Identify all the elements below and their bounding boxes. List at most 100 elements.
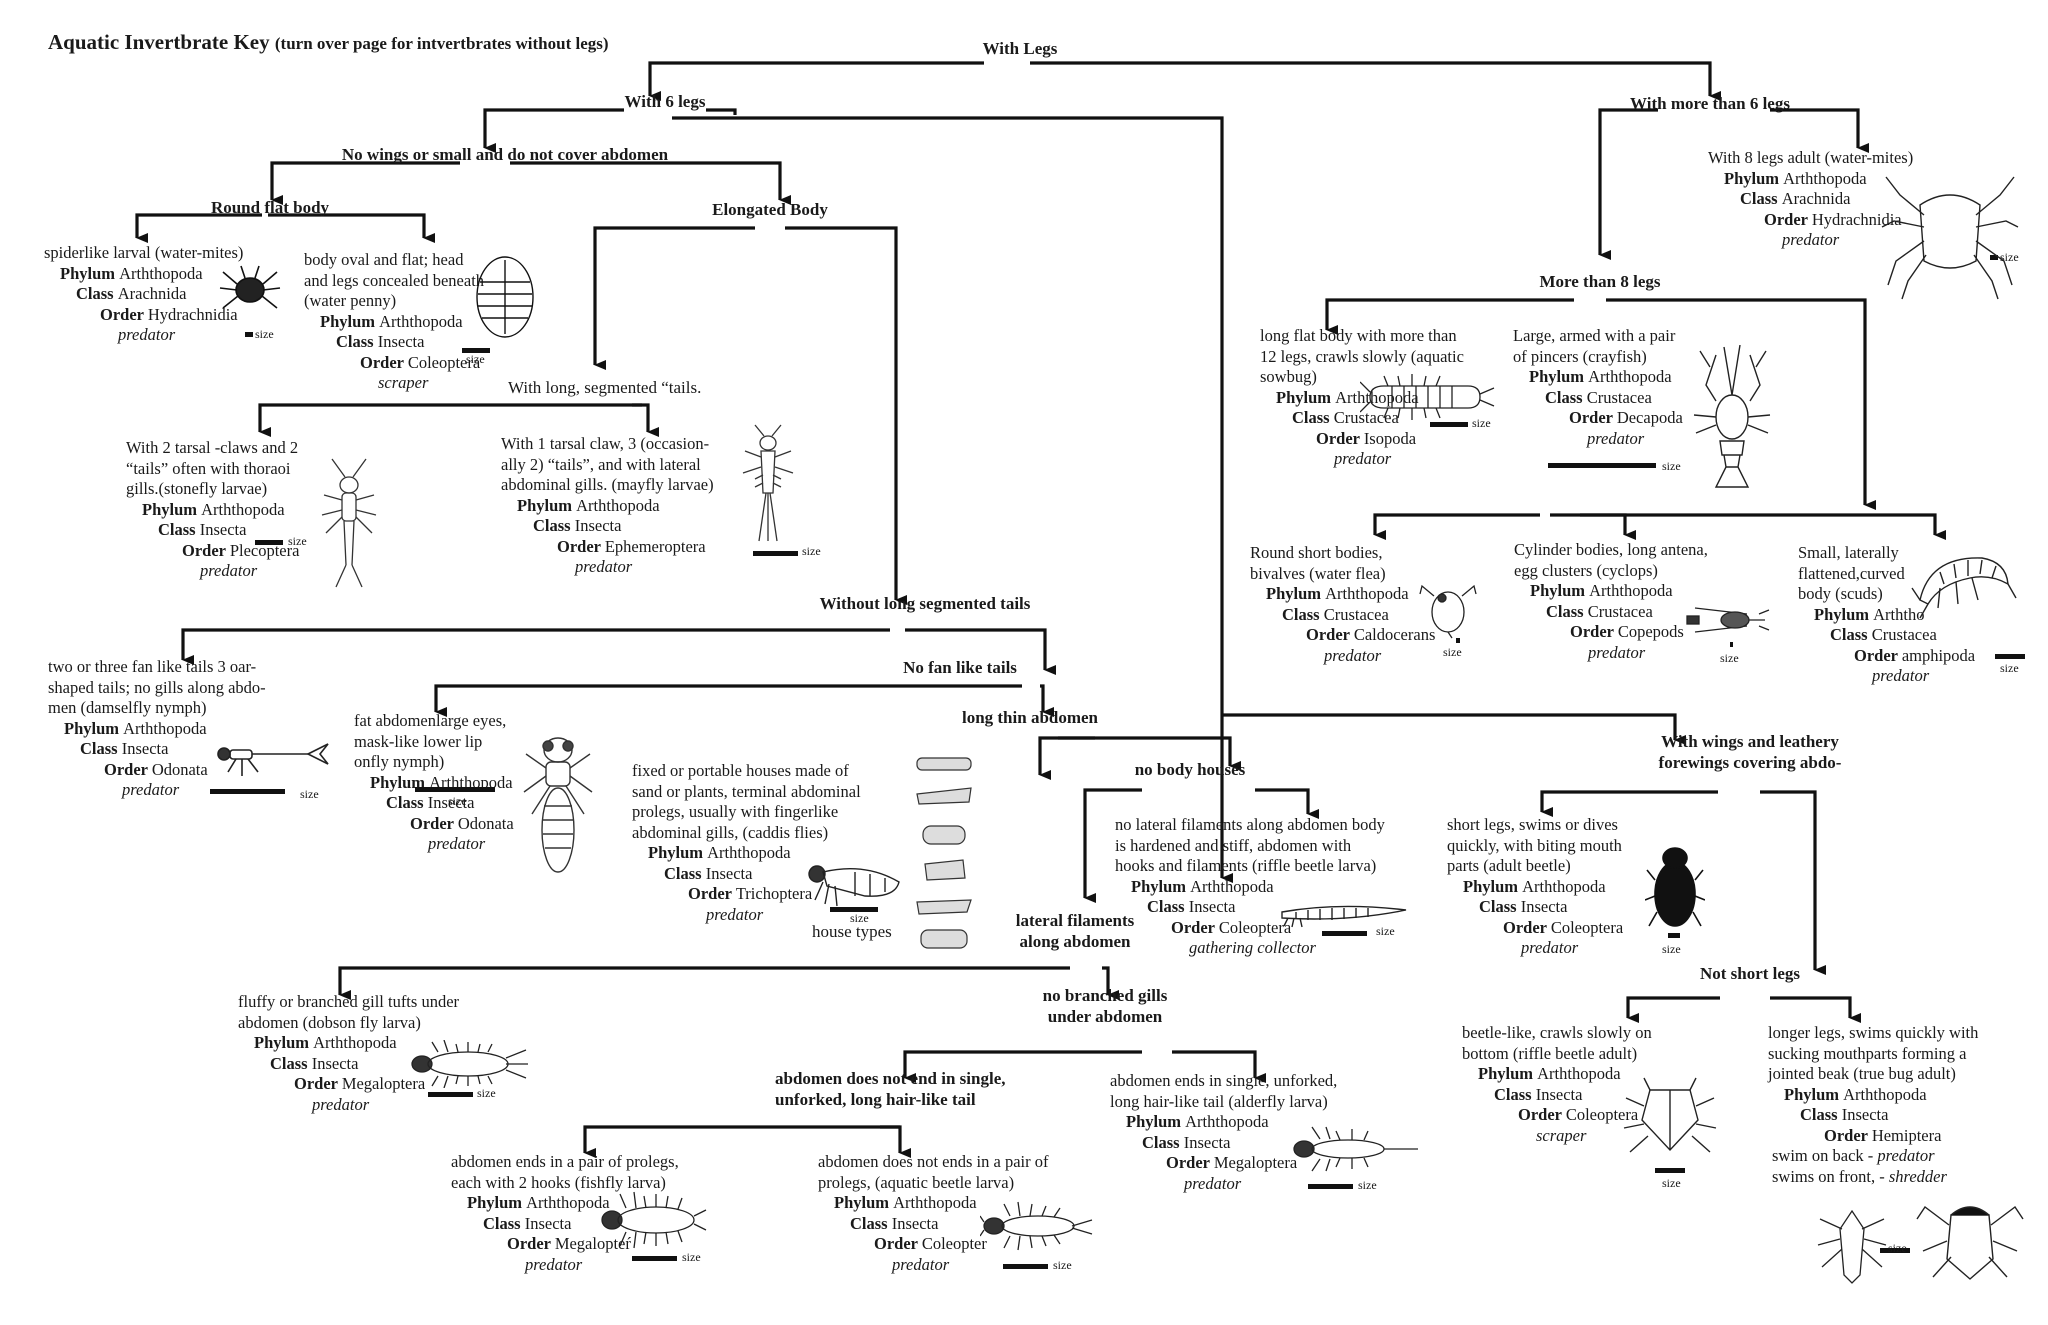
heading-no-wings: No wings or small and do not cover abdom… (341, 145, 669, 164)
taxon-role: predator (1587, 428, 1645, 448)
taxon-phylum: Phylum Arththopoda (254, 1033, 397, 1052)
taxon-phylum-value: Arththopoda (1325, 584, 1409, 603)
taxon-phylum: Phylum Arththopoda (320, 311, 463, 331)
taxon-class-value: Insecta (705, 863, 753, 883)
taxon-order: Order Megaloptera (1166, 1153, 1298, 1172)
taxon-phylum: Phylum Arththopoda (517, 495, 660, 515)
taxon-order-value: Caldocerans (1353, 625, 1436, 644)
taxon-phylum-value: Arththopoda (1783, 168, 1867, 188)
size-scale-label: size (300, 787, 319, 801)
size-scale-bar (830, 907, 878, 912)
taxon-role: predator (1324, 645, 1382, 665)
taxon-class: Class Crustacea (1545, 387, 1652, 407)
taxon-description-line: prolegs, usually with fingerlike (632, 802, 839, 821)
taxon-role: predator (706, 904, 764, 924)
taxon-description-line: abdomen ends in single, unforked, (1110, 1071, 1338, 1090)
taxon-class-value: Insecta (377, 332, 425, 351)
taxon-stonefly: With 2 tarsal -claws and 2“tails” often … (126, 438, 299, 582)
taxon-description-line: sowbug) (1260, 367, 1317, 386)
size-scale-bar (753, 551, 798, 556)
heading-not-single-tail: abdomen does not end in single, unforked… (775, 1068, 1045, 1110)
taxon-role: scraper (1536, 1125, 1587, 1145)
heading-no-body-houses: no body houses (1134, 760, 1246, 779)
taxon-order-value: amphipoda (1901, 645, 1976, 665)
heading-with-legs: With Legs (982, 39, 1058, 58)
taxon-order: Order Coleoptera (1503, 917, 1624, 937)
taxon-class-value: Crustacea (1323, 604, 1389, 624)
size-scale-bar (255, 540, 283, 545)
taxon-note-role: shredder (1888, 1166, 1947, 1186)
taxon-class: Class Arachnida (1740, 189, 1851, 208)
taxon-class-value: Crustacea (1587, 601, 1653, 621)
taxon-class: Class Insecta (80, 739, 169, 758)
taxon-order: Order Megaloptera (294, 1074, 426, 1093)
taxon-mayfly: With 1 tarsal claw, 3 (occasion-ally 2) … (501, 434, 714, 578)
taxon-description-line: egg clusters (cyclops) (1514, 560, 1658, 580)
size-scale-bar (632, 1256, 677, 1261)
taxon-class: Class Insecta (1147, 897, 1236, 916)
taxon-description-line: long flat body with more than (1260, 326, 1457, 345)
taxon-phylum-value: Arththopoda (707, 843, 791, 862)
size-scale-bar (1730, 642, 1733, 647)
size-scale-label: size (1376, 924, 1395, 938)
taxon-phylum: Phylum Arththopoda (648, 843, 791, 862)
heading-lateral-line-1: lateral filaments (1015, 911, 1135, 930)
taxon-order-value: Coleoptera (1550, 917, 1624, 937)
taxon-dragonfly: fat abdomenlarge eyes,mask-like lower li… (354, 711, 514, 855)
size-scale-label: size (1888, 1241, 1907, 1255)
taxon-role: predator (1782, 230, 1840, 249)
taxon-class-value: Insecta (1188, 897, 1236, 916)
heading-long-segmented-tails: With long, segmented “tails. (508, 378, 702, 397)
taxon-description-line: two or three fan like tails 3 oar- (48, 657, 257, 676)
taxon-order: Order Odonata (104, 759, 208, 779)
taxon-phylum-value: Arththopoda (893, 1193, 977, 1212)
size-scale-bar (1430, 422, 1468, 427)
taxon-class: Class Insecta (533, 516, 622, 535)
taxon-role: predator (525, 1254, 583, 1274)
taxon-class: Class Insecta (1142, 1132, 1231, 1152)
heading-wings-line-1: With wings and leathery (1661, 732, 1839, 751)
crayfish-icon (1680, 345, 1785, 490)
heading-more-than-8-legs: More than 8 legs (1539, 272, 1661, 291)
taxon-order: Order Coleoptera (1518, 1105, 1639, 1124)
taxon-class-value: Insecta (524, 1213, 572, 1233)
riffle-larva-icon (1278, 898, 1410, 928)
taxon-class: Class Crustacea (1830, 625, 1937, 644)
mayfly-icon (733, 423, 803, 543)
size-scale-bar (1322, 931, 1367, 936)
taxon-phylum: Phylum Arththopoda (1529, 367, 1672, 386)
taxon-phylum: Phylum Arththopoda (60, 263, 203, 283)
taxon-description-line: sucking mouthparts forming a (1768, 1043, 1967, 1063)
taxon-phylum: Phylum Arththopoda (1784, 1084, 1927, 1104)
taxon-order-value: Copepods (1617, 622, 1684, 641)
cyclops-icon (1685, 600, 1770, 640)
taxon-role: gathering collector (1189, 938, 1316, 957)
taxon-phylum-value: Arththopoda (1335, 387, 1419, 407)
taxon-description-line: body oval and flat; head (304, 250, 464, 269)
taxon-description-line: no lateral filaments along abdomen body (1115, 815, 1385, 834)
taxon-class: Class Insecta (386, 793, 475, 812)
heading-without-long-tails: Without long segmented tails (819, 594, 1031, 613)
taxon-water-mites-larva: spiderlike larval (water-mites)Phylum Ar… (44, 243, 243, 346)
taxon-class-value: Arachnida (1781, 189, 1851, 208)
taxon-order: Order Coleoptera (360, 352, 481, 372)
size-scale-label: size (850, 911, 869, 925)
taxon-class: Class Insecta (1479, 897, 1568, 916)
taxon-order-value: Coleoptera (407, 352, 481, 372)
taxon-description-line: ally 2) “tails”, and with lateral (501, 454, 701, 474)
taxon-class-value: Insecta (427, 793, 475, 812)
heading-round-flat-body: Round flat body (210, 198, 330, 217)
heading-wings-line-2: forewings covering abdo- (1658, 753, 1842, 772)
taxon-order-value: Ephemeroptera (604, 536, 706, 556)
taxon-order: Order Hemiptera (1824, 1125, 1942, 1145)
size-scale-label: size (255, 327, 274, 341)
taxon-order: Order Odonata (410, 813, 514, 833)
heading-with-6-legs: With 6 legs (624, 92, 706, 111)
alderfly-icon (1290, 1125, 1420, 1173)
size-scale-label: size (288, 534, 307, 548)
water-boatman-icon (1915, 1195, 2025, 1285)
page-subtitle: (turn over page for intvertbrates withou… (274, 34, 609, 53)
adult-beetle-icon (1645, 840, 1705, 932)
